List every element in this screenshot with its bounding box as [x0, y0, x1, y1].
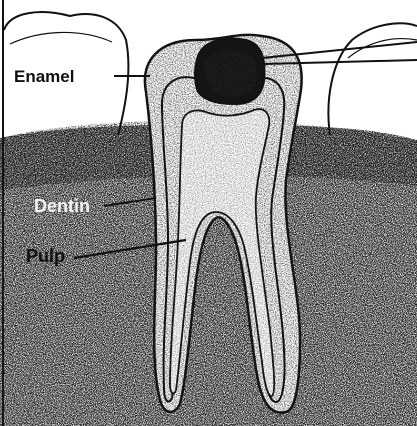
- left-tooth-inner-line: [10, 32, 112, 44]
- right-neighbor-tooth: [328, 23, 417, 135]
- label-pulp: Pulp: [26, 246, 65, 266]
- label-dentin: Dentin: [34, 196, 90, 216]
- label-enamel: Enamel: [14, 67, 74, 86]
